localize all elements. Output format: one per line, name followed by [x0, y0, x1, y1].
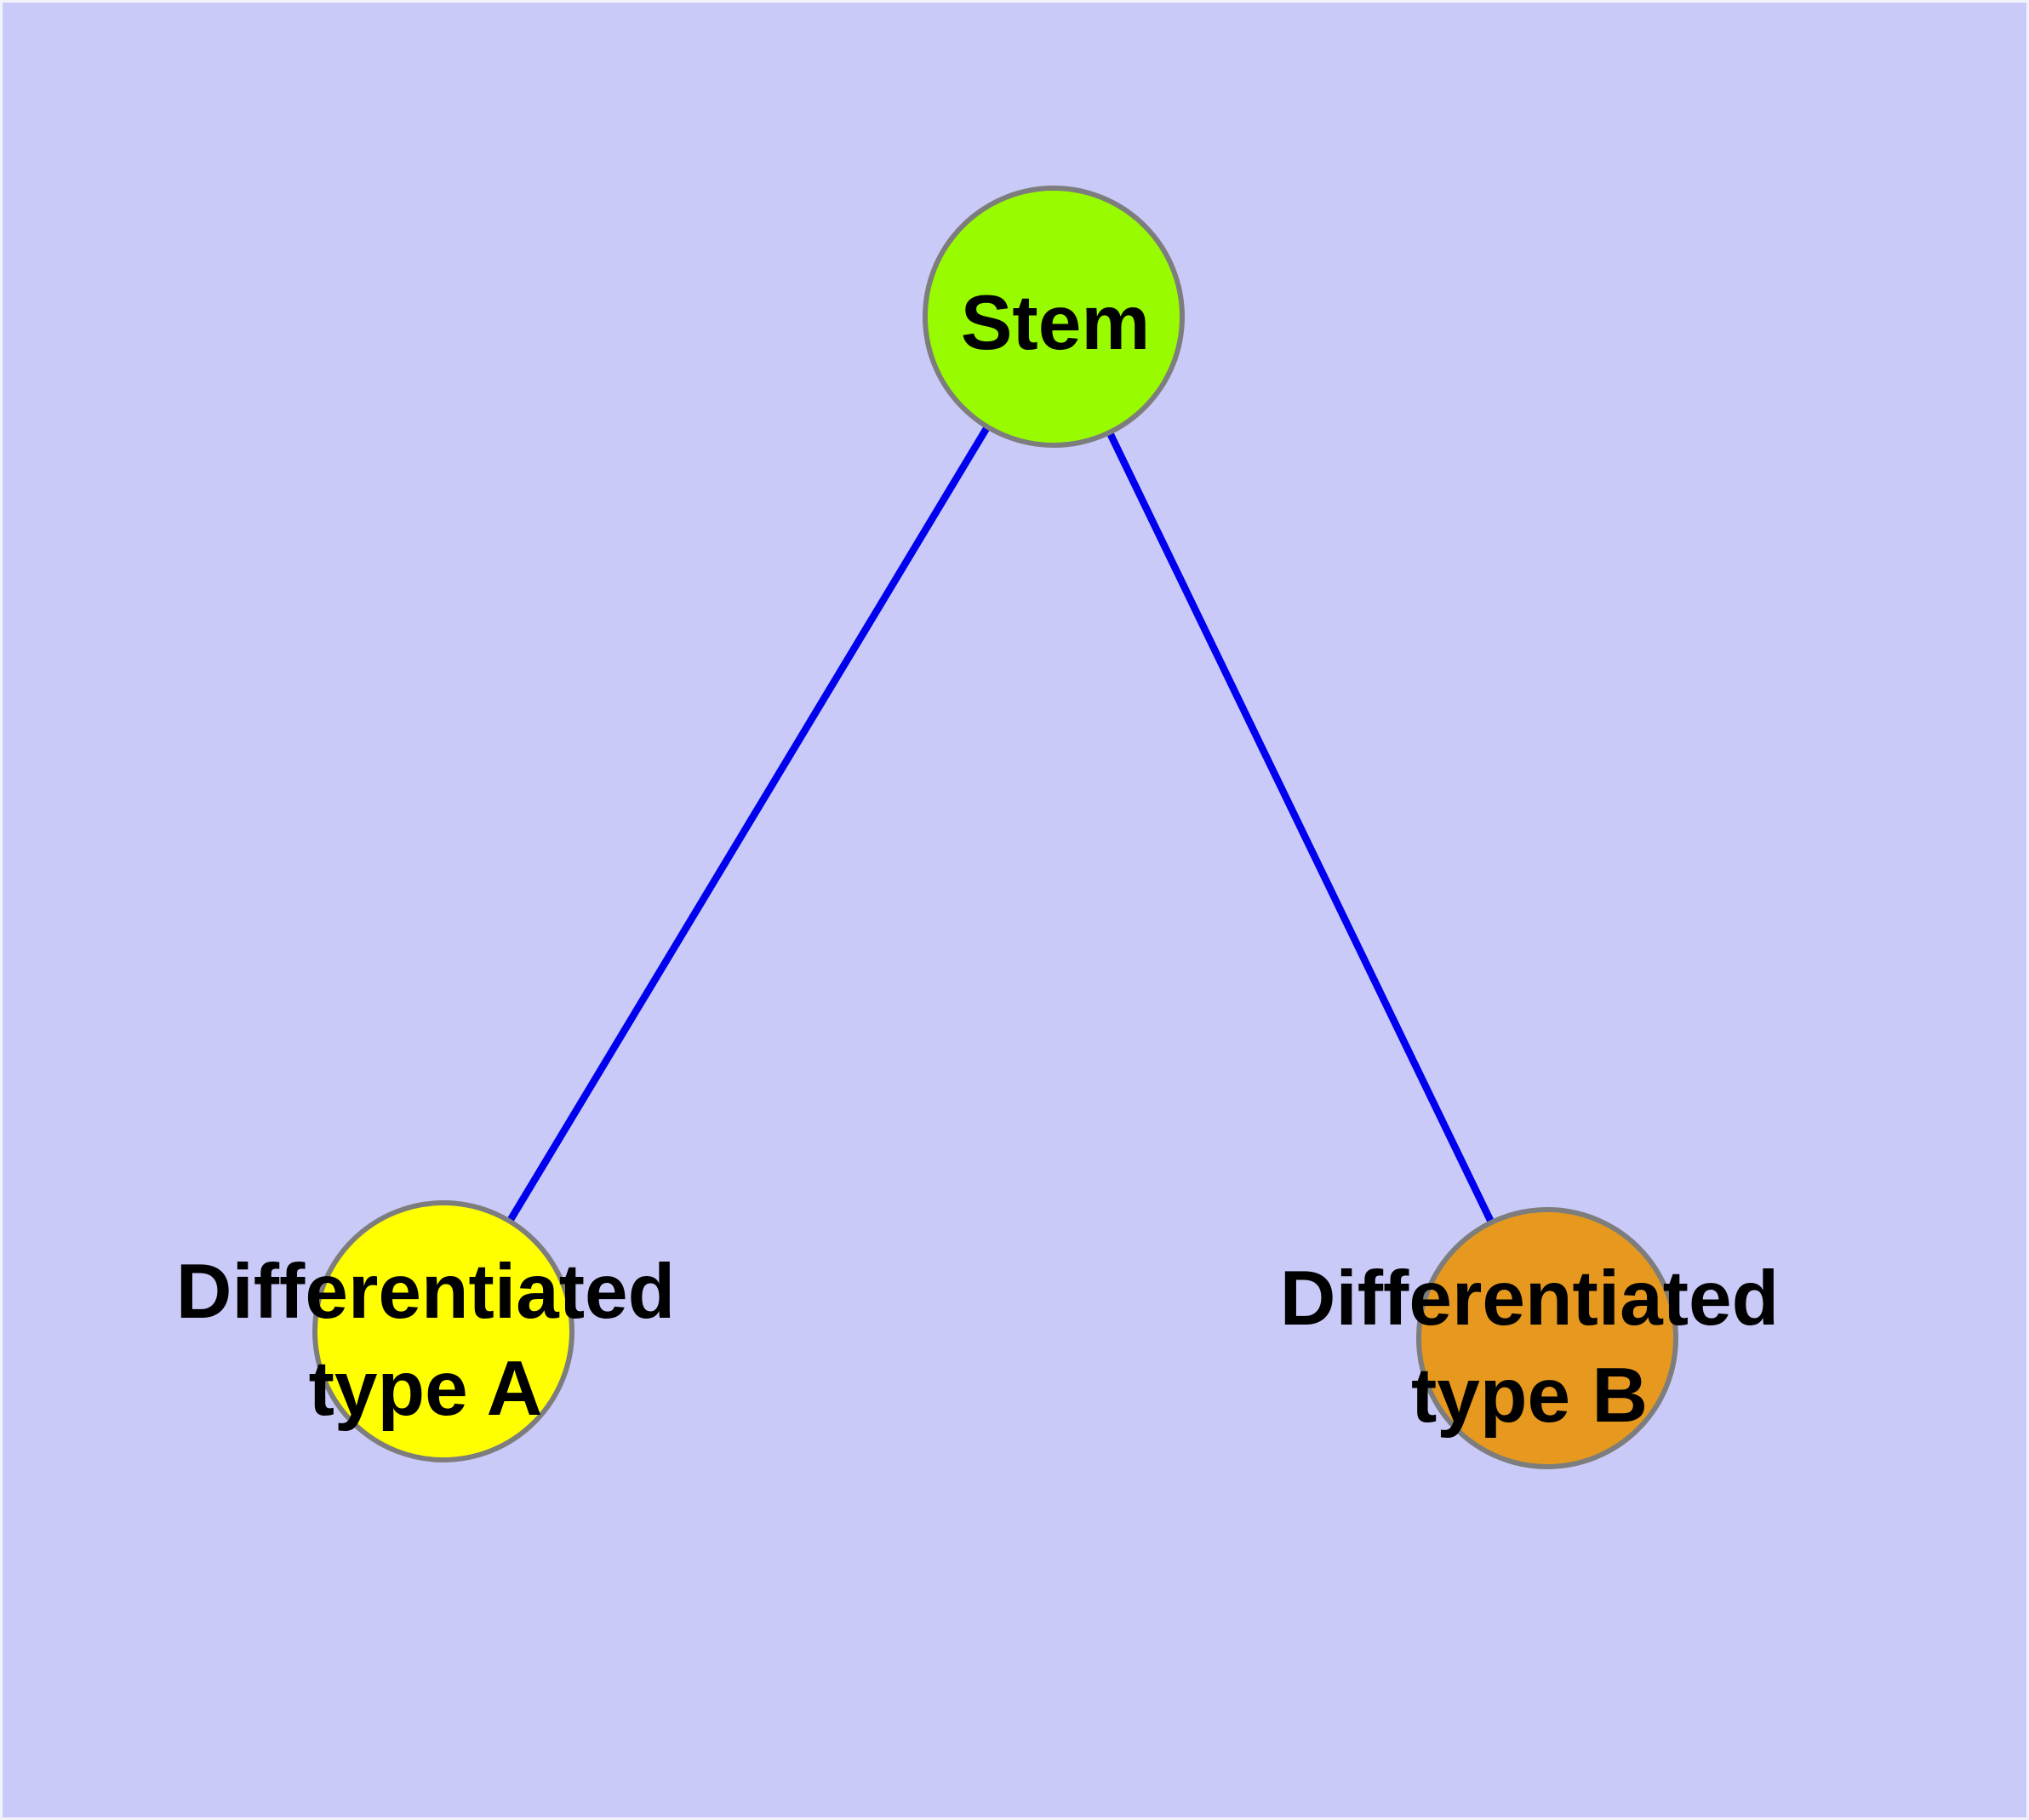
node-type-a-circle — [312, 1200, 574, 1462]
edge-stem-to-type-b — [1050, 315, 1551, 1340]
node-type-b-circle — [1416, 1207, 1678, 1469]
edge-stem-to-type-a — [440, 314, 1057, 1334]
node-stem-label: Stem — [961, 280, 1151, 366]
node-type-b-label-line1: Differentiated — [1280, 1256, 1780, 1342]
node-stem-circle — [923, 186, 1185, 448]
node-type-b-label-line2: type B — [1411, 1353, 1648, 1439]
node-type-a-label-line2: type A — [309, 1346, 543, 1432]
node-type-a-label-line1: Differentiated — [176, 1249, 676, 1335]
